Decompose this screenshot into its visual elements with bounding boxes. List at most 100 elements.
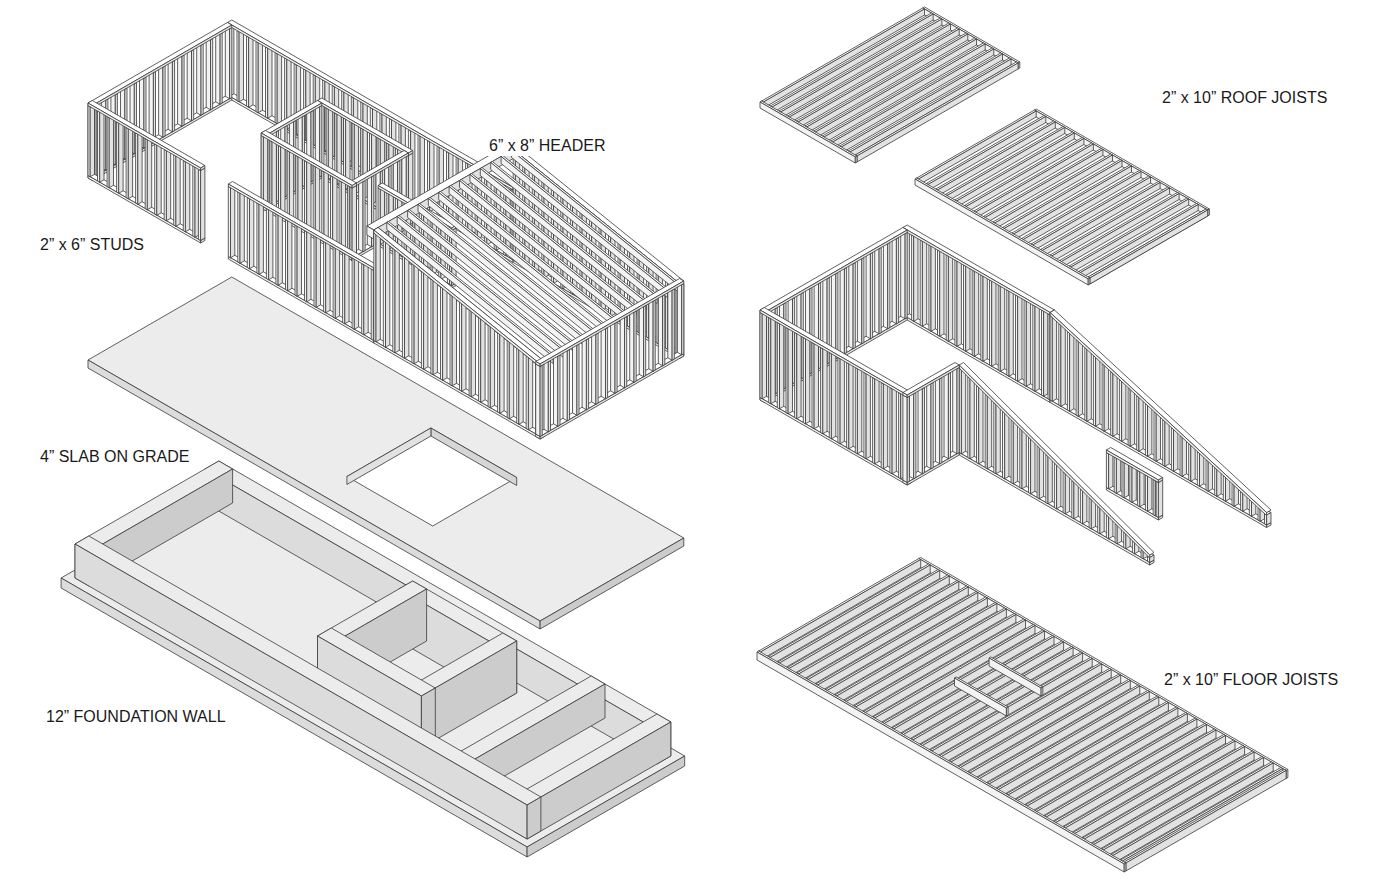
- stud: [509, 339, 513, 419]
- stud: [452, 293, 456, 386]
- stud: [519, 347, 523, 424]
- stud: [780, 321, 784, 409]
- stud: [849, 261, 853, 349]
- stud: [922, 239, 926, 326]
- stud: [558, 355, 560, 426]
- stud: [957, 259, 961, 347]
- stud: [481, 316, 485, 402]
- top-plate: [318, 98, 413, 153]
- stud: [909, 391, 913, 479]
- top-plate: [266, 103, 322, 138]
- stud: [1048, 454, 1052, 504]
- stud: [931, 244, 935, 331]
- top-plate: [959, 363, 1154, 556]
- stud: [853, 263, 855, 349]
- rim-joist: [855, 156, 857, 163]
- stud: [90, 104, 94, 177]
- roof-joist: [1080, 205, 1198, 279]
- stud: [1148, 403, 1152, 457]
- stud: [324, 169, 328, 242]
- stud: [278, 213, 282, 285]
- stud: [1022, 428, 1026, 489]
- stud: [866, 371, 870, 459]
- rim-joist: [757, 652, 1124, 872]
- floor-joist: [1121, 768, 1283, 862]
- stud: [653, 300, 655, 371]
- stud: [192, 50, 194, 121]
- stud: [333, 174, 337, 247]
- stud: [620, 315, 624, 388]
- stud: [176, 154, 180, 227]
- stud: [896, 238, 898, 324]
- stud: [185, 159, 189, 232]
- stud: [907, 396, 909, 482]
- stud: [630, 310, 634, 383]
- stud: [573, 343, 577, 416]
- top-plate: [903, 363, 959, 396]
- top-plate: [903, 228, 1050, 316]
- stud: [354, 257, 358, 330]
- rim-joist: [760, 101, 857, 157]
- stud: [272, 139, 276, 212]
- stud: [178, 54, 182, 127]
- stud: [771, 316, 775, 404]
- stud: [682, 284, 684, 355]
- roof-joist: [1090, 210, 1208, 284]
- bottom-plate: [1050, 400, 1267, 528]
- top-plate: [88, 103, 201, 171]
- stud: [100, 110, 104, 183]
- stud: [277, 51, 281, 124]
- stud: [970, 376, 974, 459]
- header-beam: [367, 226, 374, 239]
- stud: [345, 251, 349, 323]
- stud: [592, 332, 596, 405]
- stud: [216, 32, 220, 105]
- top-plate: [907, 365, 959, 398]
- stud: [197, 43, 201, 116]
- stud: [1267, 513, 1271, 526]
- stud: [211, 39, 213, 110]
- stud: [1026, 299, 1030, 387]
- roof-joist: [1090, 210, 1208, 284]
- stud: [1158, 480, 1162, 518]
- top-plate: [903, 393, 907, 398]
- stud: [606, 328, 608, 399]
- stud: [1150, 555, 1154, 563]
- stud: [166, 148, 170, 221]
- rim-joist: [1124, 863, 1126, 872]
- trimmer-joist: [1006, 707, 1008, 716]
- member-label: 12” FOUNDATION WALL: [44, 707, 228, 727]
- stud: [1013, 419, 1017, 484]
- stud: [405, 255, 409, 358]
- stud: [870, 253, 872, 339]
- stud: [220, 33, 222, 104]
- stud: [536, 364, 540, 437]
- stud: [335, 246, 339, 318]
- stud: [1139, 395, 1143, 452]
- stud: [625, 317, 627, 388]
- stud: [658, 293, 662, 366]
- stud: [644, 306, 646, 377]
- trimmer-joist: [955, 678, 1007, 716]
- top-plate: [536, 362, 540, 367]
- stud: [903, 395, 907, 483]
- stud: [974, 269, 978, 357]
- stud: [866, 251, 870, 338]
- stud: [1087, 347, 1091, 422]
- stud: [831, 351, 835, 439]
- stud: [577, 344, 579, 415]
- trimmer-joist: [989, 658, 1041, 696]
- slab-opening: [347, 428, 431, 485]
- stud: [831, 271, 835, 359]
- stud: [762, 311, 766, 399]
- stud: [528, 355, 532, 430]
- stud: [586, 339, 588, 410]
- stud: [1132, 465, 1136, 503]
- top-plate: [374, 230, 540, 367]
- stud: [979, 384, 983, 463]
- stud: [159, 65, 163, 138]
- stud: [883, 381, 887, 469]
- stud: [250, 196, 254, 268]
- top-plate: [408, 151, 412, 156]
- stud: [634, 311, 636, 382]
